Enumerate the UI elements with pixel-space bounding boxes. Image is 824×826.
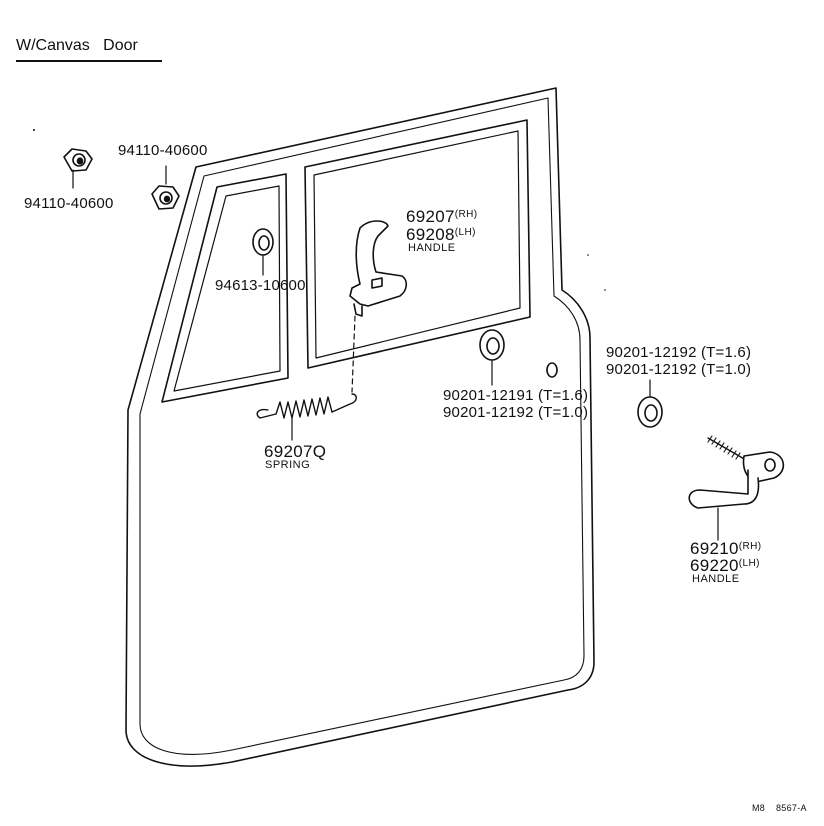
title-underline — [16, 60, 162, 62]
label-inside-handle-lh: 69208(LH) — [406, 226, 476, 243]
outside-handle-rh-number: 69210 — [690, 539, 739, 558]
quarter-window-frame — [161, 173, 289, 403]
nut-top-left — [63, 148, 93, 172]
label-nut-top: 94110-40600 — [118, 142, 208, 159]
label-inside-handle-rh: 69207(RH) — [406, 208, 478, 225]
inside-handle-rh-number: 69207 — [406, 207, 455, 226]
panel-hole — [546, 362, 558, 378]
inside-handle-rh-side: (RH) — [454, 209, 478, 220]
label-outside-handle-rh: 69210(RH) — [690, 540, 762, 557]
label-washer-window: 94613-10600 — [215, 277, 306, 294]
door-panel-inner-edge — [139, 97, 585, 755]
label-nut-left: 94110-40600 — [24, 195, 114, 212]
footer-code-right: 8567-A — [776, 803, 807, 813]
main-window-inner — [313, 130, 521, 359]
washer-outside — [637, 396, 663, 428]
label-inside-handle-name: HANDLE — [408, 242, 456, 254]
inside-handle-lh-side: (LH) — [454, 227, 476, 238]
washer-panel — [479, 329, 505, 361]
outside-handle-lh-side: (LH) — [738, 558, 760, 569]
quarter-window-inner — [173, 185, 281, 392]
label-washer-inner-1: 90201-12191 (T=1.6) — [443, 387, 589, 404]
label-spring-part: 69207Q — [264, 442, 327, 461]
outside-handle — [688, 435, 785, 509]
footer-code-left: M8 — [752, 803, 766, 813]
label-outside-handle-lh: 69220(LH) — [690, 557, 760, 574]
nut-upper — [151, 185, 180, 210]
outside-handle-lh-number: 69220 — [690, 556, 739, 575]
label-spring-name: SPRING — [265, 459, 311, 471]
label-washer-inner-2: 90201-12192 (T=1.0) — [443, 404, 589, 421]
inside-handle — [349, 220, 408, 317]
label-outside-handle-name: HANDLE — [692, 573, 740, 585]
door-panel-outline — [125, 87, 595, 767]
washer-quarter-window — [252, 228, 274, 256]
outside-handle-rh-side: (RH) — [738, 541, 762, 552]
diagram-title: W/Canvas Door — [16, 37, 138, 54]
spring — [256, 393, 357, 419]
label-washer-outer-2: 90201-12192 (T=1.0) — [606, 361, 752, 378]
main-window-frame — [304, 119, 531, 369]
label-washer-outer-1: 90201-12192 (T=1.6) — [606, 344, 752, 361]
inside-handle-lh-number: 69208 — [406, 225, 455, 244]
